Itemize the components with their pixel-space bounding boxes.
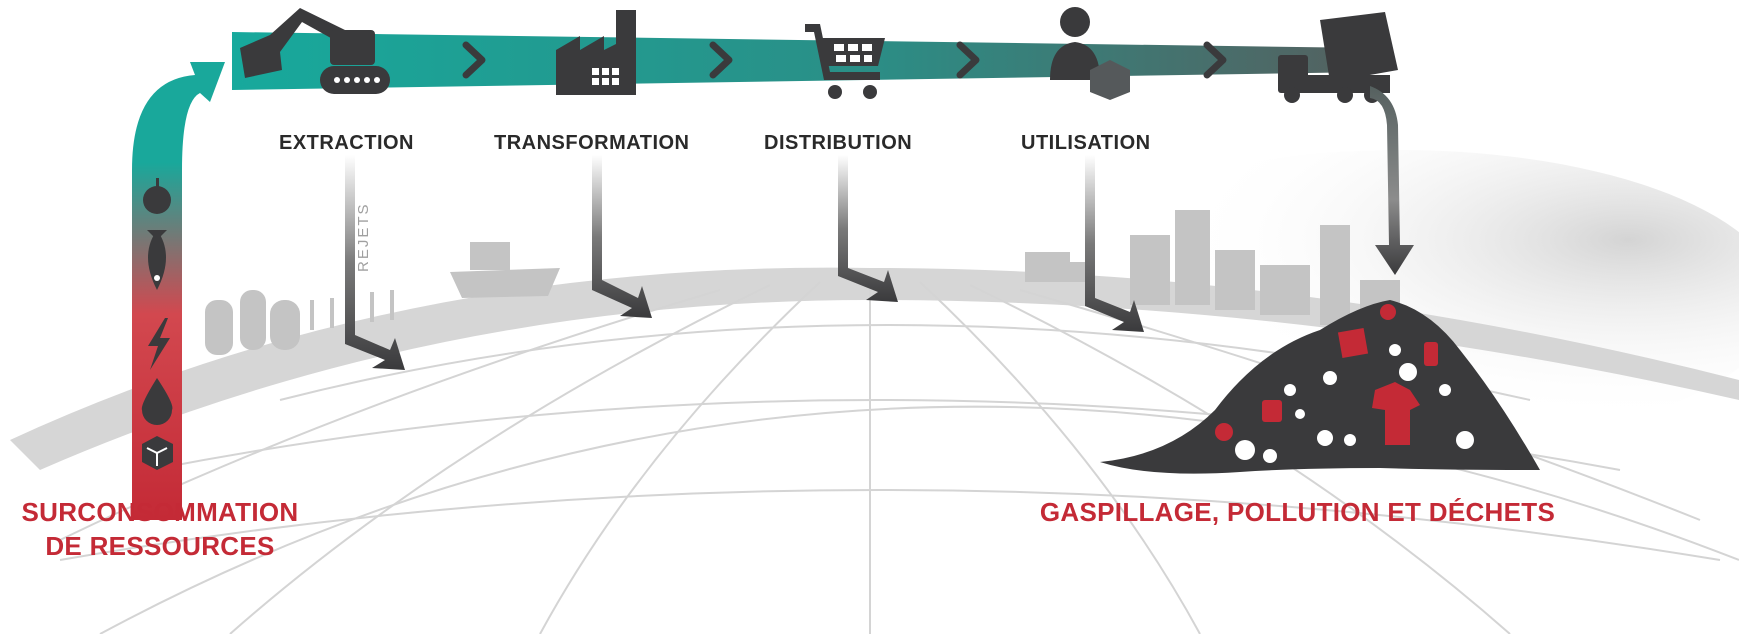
garbage-truck-icon (1278, 12, 1398, 103)
stage-label-extraction: EXTRACTION (279, 132, 414, 154)
lightning-icon (148, 318, 170, 370)
end-label: GASPILLAGE, POLLUTION ET DÉCHETS (1039, 497, 1556, 527)
flow-chevrons (462, 41, 1227, 79)
waste-arrow (1370, 86, 1414, 275)
ore-icon (142, 436, 173, 470)
person-with-box-icon (1050, 7, 1130, 100)
stage-label-transformation: TRANSFORMATION (494, 132, 690, 154)
shopping-cart-icon (805, 24, 885, 99)
water-drop-icon (141, 378, 173, 425)
fish-icon (147, 230, 167, 290)
apple-icon (143, 178, 171, 214)
process-band (232, 32, 1370, 90)
waste-pile (1100, 300, 1540, 474)
start-label-line1: SURCONSOMMATION (21, 497, 299, 527)
stage-label-distribution: DISTRIBUTION (764, 132, 913, 154)
reject-arrows (345, 155, 1144, 370)
start-label: SURCONSOMMATION DE RESSOURCES (10, 495, 310, 563)
stage-label-utilisation: UTILISATION (1021, 132, 1151, 154)
excavator-icon (240, 8, 390, 94)
rejets-label: REJETS (355, 202, 372, 272)
factory-icon (556, 10, 636, 95)
horizon-band (10, 267, 1739, 470)
start-label-line2: DE RESSOURCES (45, 531, 275, 561)
